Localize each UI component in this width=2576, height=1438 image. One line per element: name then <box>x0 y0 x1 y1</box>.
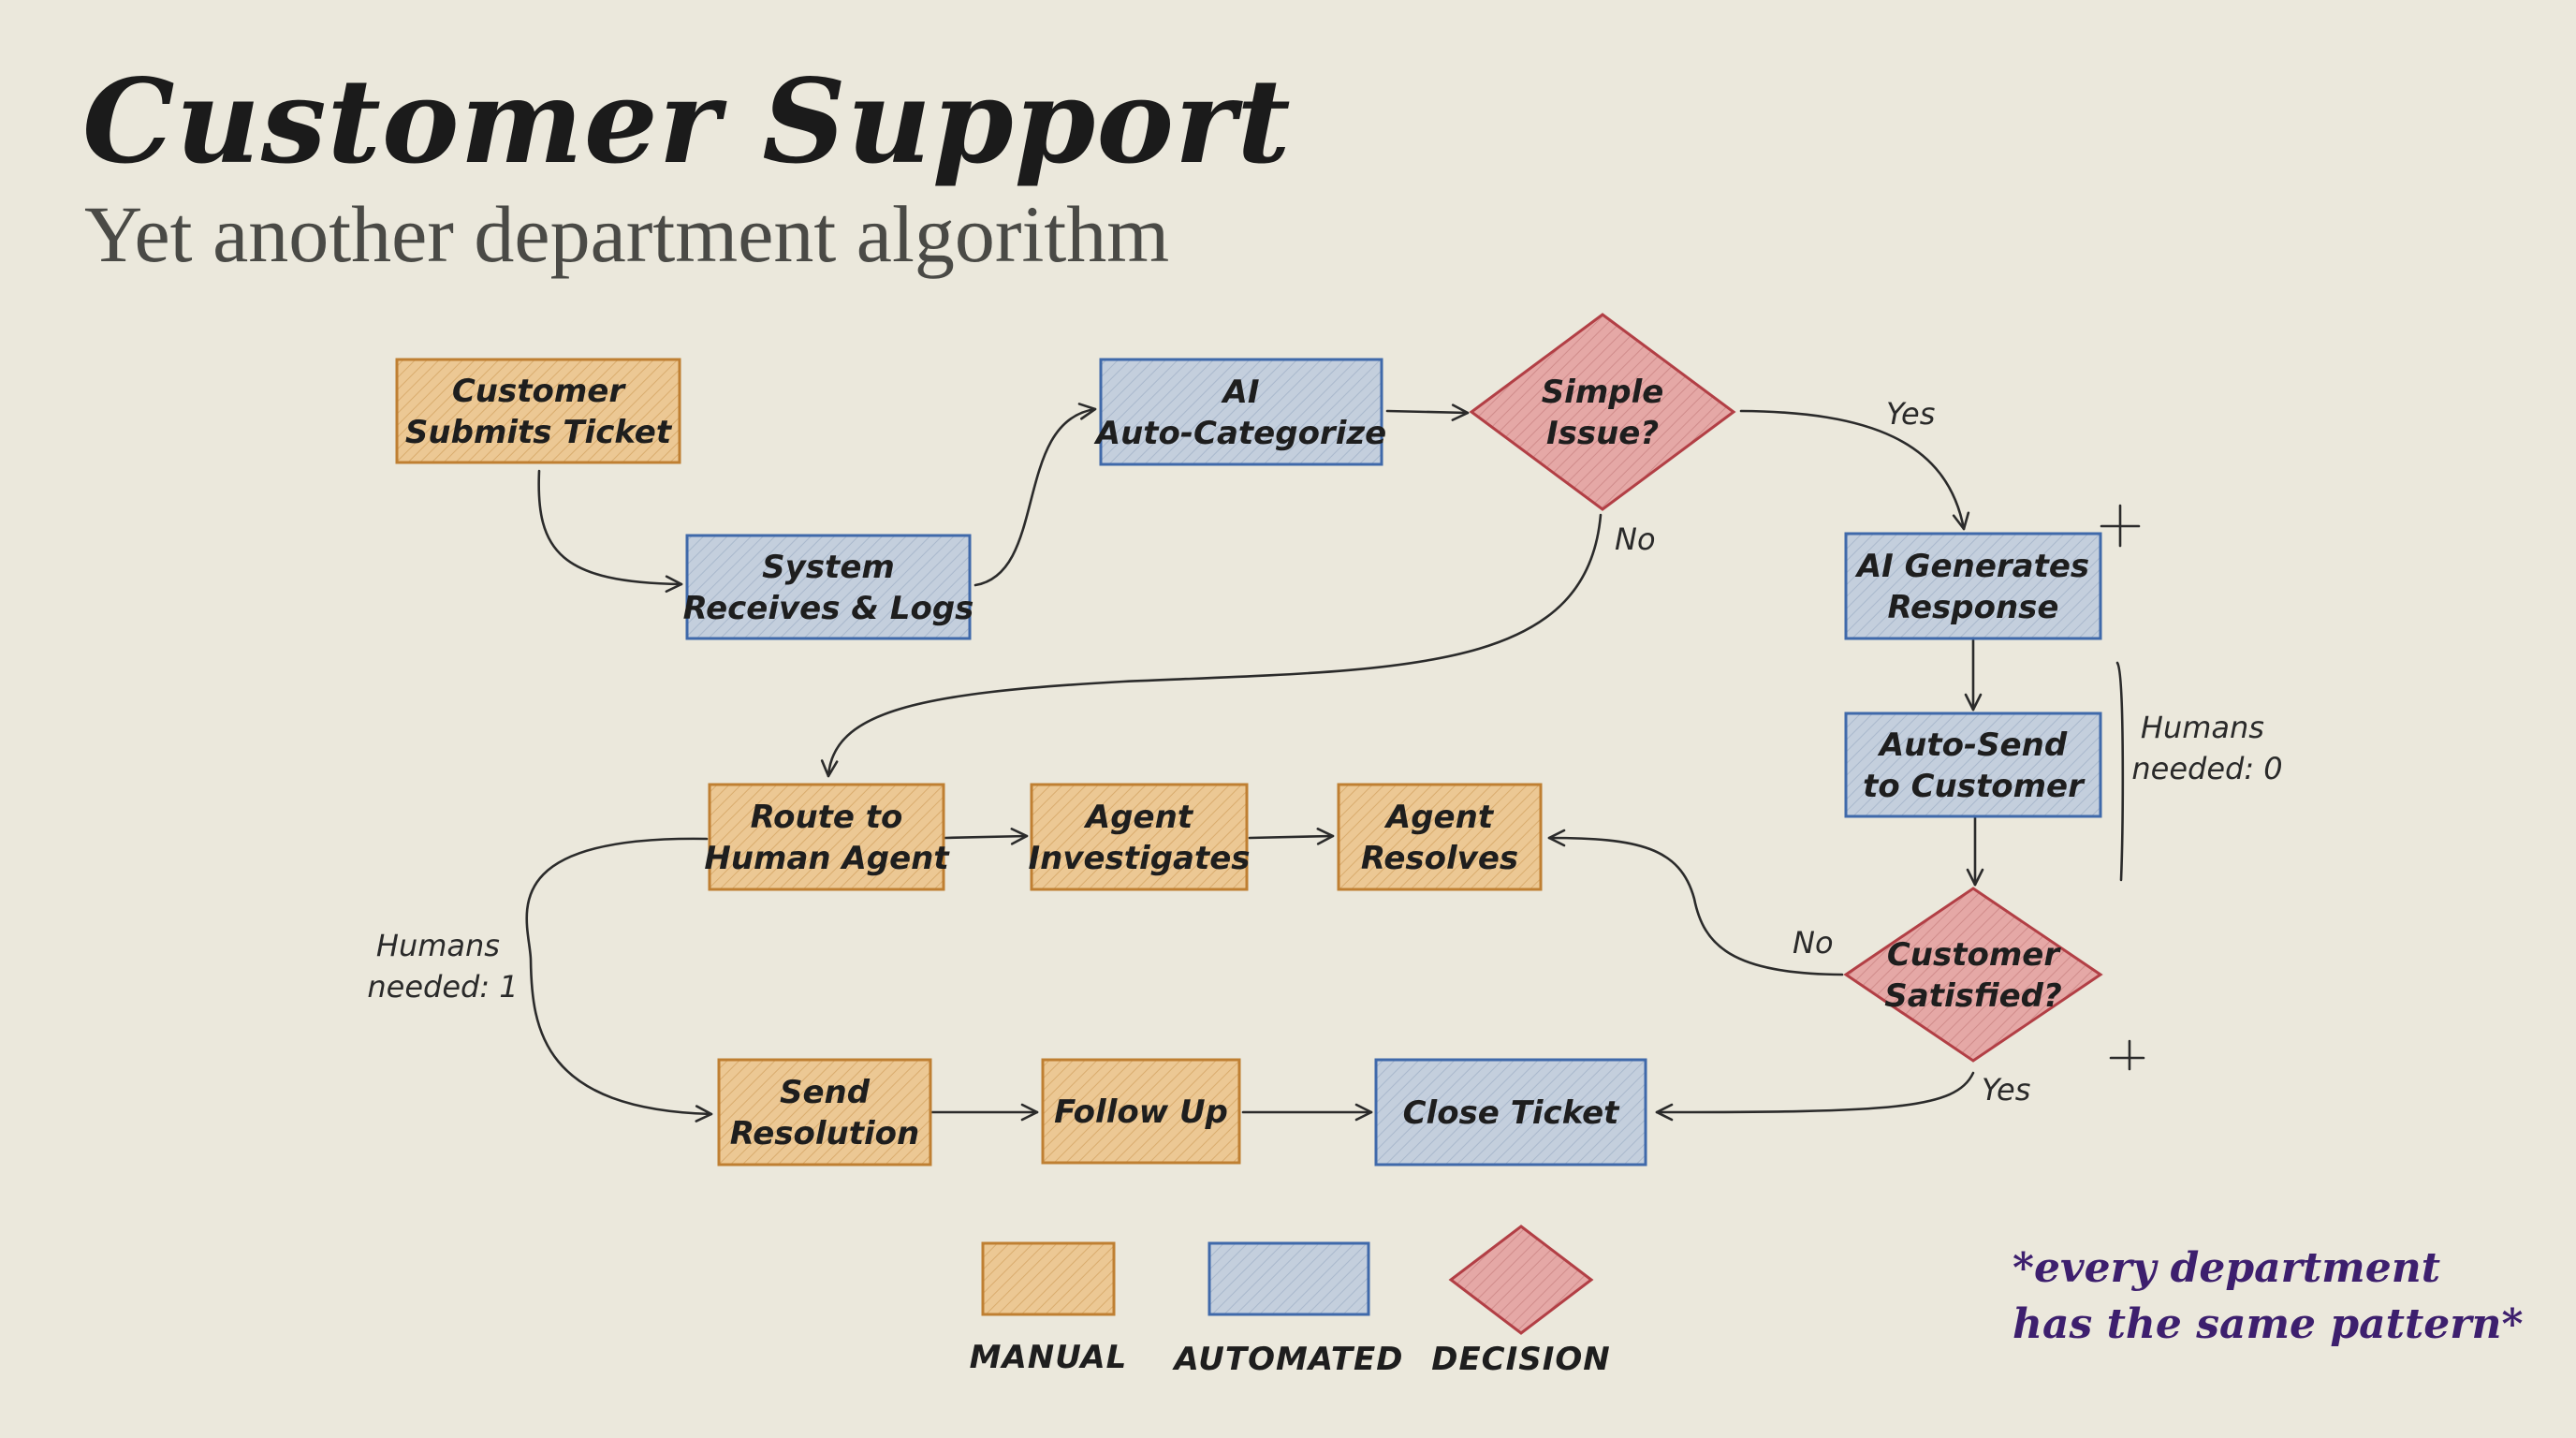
footnote-line-2: has the same pattern* <box>2012 1300 2524 1348</box>
node-followup-shape <box>1041 1058 1241 1165</box>
node-satisfied-label-line: Customer <box>1887 936 2061 974</box>
node-followup-label: Follow Up <box>1054 1093 1228 1131</box>
node-receive-label-line: Receives & Logs <box>683 590 974 627</box>
page-subtitle: Yet another department algorithm <box>84 189 1170 279</box>
node-submit-shape <box>395 358 681 464</box>
edge-label-satisfied-yes: Yes <box>1982 1072 2030 1108</box>
node-sendres-shape <box>717 1058 932 1167</box>
node-followup-label-line: Follow Up <box>1054 1093 1228 1131</box>
legend-manual-label: MANUAL <box>970 1339 1128 1376</box>
node-route-label-line: Route to <box>751 799 903 836</box>
node-autosend-label: Auto-Send to Customer <box>1863 726 2086 805</box>
node-categorize-label-line: AI <box>1221 374 1260 411</box>
legend-decision-label: DECISION <box>1431 1341 1611 1378</box>
footnote: *every department has the same pattern* <box>2012 1240 2523 1353</box>
node-generate-shape <box>1844 532 2102 640</box>
node-route-shape <box>708 783 945 891</box>
node-route-label-line: Human Agent <box>704 840 950 877</box>
node-investigate-label-line: Investigates <box>1028 840 1250 877</box>
node-close: Close Ticket <box>1374 1058 1647 1167</box>
node-generate-label-line: Response <box>1888 589 2059 626</box>
edge-submit-receive <box>537 469 683 594</box>
node-autosend-label-line: to Customer <box>1863 768 2086 805</box>
node-sendres-label-line: Send <box>780 1074 871 1111</box>
node-generate-label-line: AI Generates <box>1854 548 2089 585</box>
node-resolves-shape <box>1337 783 1543 891</box>
node-autosend-label-line: Auto-Send <box>1877 726 2068 764</box>
edge-satisfied-close <box>1655 1071 1975 1122</box>
node-close-label: Close Ticket <box>1403 1094 1621 1132</box>
edge-label-simple-no: No <box>1615 521 1656 557</box>
node-resolves-label-line: Resolves <box>1361 840 1518 877</box>
legend-decision-swatch <box>1448 1225 1594 1335</box>
node-resolves-label-line: Agent <box>1383 799 1495 836</box>
node-categorize-label-line: Auto-Categorize <box>1093 415 1386 452</box>
note-manual-line-2: needed: 1 <box>367 969 518 1005</box>
edge-satisfied-resolves <box>1547 829 1844 976</box>
edge-simple-generate <box>1739 409 1970 531</box>
node-categorize-label: AI Auto-Categorize <box>1093 374 1386 452</box>
node-autosend-shape <box>1844 712 2102 818</box>
node-categorize-shape <box>1099 358 1383 466</box>
node-route: Route to Human Agent <box>704 783 950 891</box>
edge-route-sendres <box>525 837 713 1123</box>
legend-manual-swatch <box>981 1241 1116 1316</box>
node-submit-label-line: Customer <box>452 373 626 410</box>
bracket-automated-path <box>2115 661 2125 882</box>
node-close-label-line: Close Ticket <box>1403 1094 1621 1132</box>
node-satisfied-shape <box>1843 887 2103 1063</box>
edge-label-simple-yes: Yes <box>1886 396 1935 432</box>
edge-simple-route <box>820 513 1603 778</box>
node-submit-label-line: Submits Ticket <box>405 414 673 451</box>
node-receive-shape <box>685 534 972 640</box>
edge-route-investigate <box>944 828 1029 845</box>
edge-receive-categorize <box>973 403 1097 587</box>
node-sendres-label-line: Resolution <box>730 1115 919 1152</box>
node-simple-shape <box>1469 313 1736 511</box>
page-title: Customer Support <box>82 54 1292 190</box>
node-followup: Follow Up <box>1041 1058 1241 1165</box>
note-automated-humans: Humans needed: 0 <box>2131 710 2282 786</box>
node-autosend: Auto-Send to Customer <box>1844 712 2102 818</box>
node-route-label: Route to Human Agent <box>704 799 950 877</box>
node-receive-label-line: System <box>762 549 895 586</box>
edge-categorize-simple <box>1385 404 1470 421</box>
node-close-shape <box>1374 1058 1647 1167</box>
node-simple-label-line: Simple <box>1542 374 1664 411</box>
node-investigate-label-line: Agent <box>1083 799 1194 836</box>
note-manual-humans: Humans needed: 1 <box>367 928 518 1005</box>
note-manual-line-1: Humans <box>376 928 500 963</box>
edge-investigate-resolves <box>1248 828 1335 845</box>
footnote-line-1: *every department <box>2012 1244 2441 1292</box>
legend-automated-label: AUTOMATED <box>1171 1341 1403 1378</box>
node-satisfied-label-line: Satisfied? <box>1884 977 2061 1015</box>
note-automated-line-1: Humans <box>2141 710 2264 745</box>
note-automated-line-2: needed: 0 <box>2131 751 2282 786</box>
node-investigate-shape <box>1030 783 1249 891</box>
legend: MANUAL AUTOMATED DECISION <box>970 1225 1611 1378</box>
legend-automated-swatch <box>1208 1241 1370 1316</box>
node-simple-label-line: Issue? <box>1546 415 1659 452</box>
edge-label-satisfied-no: No <box>1793 925 1834 961</box>
node-categorize: AI Auto-Categorize <box>1093 358 1386 466</box>
